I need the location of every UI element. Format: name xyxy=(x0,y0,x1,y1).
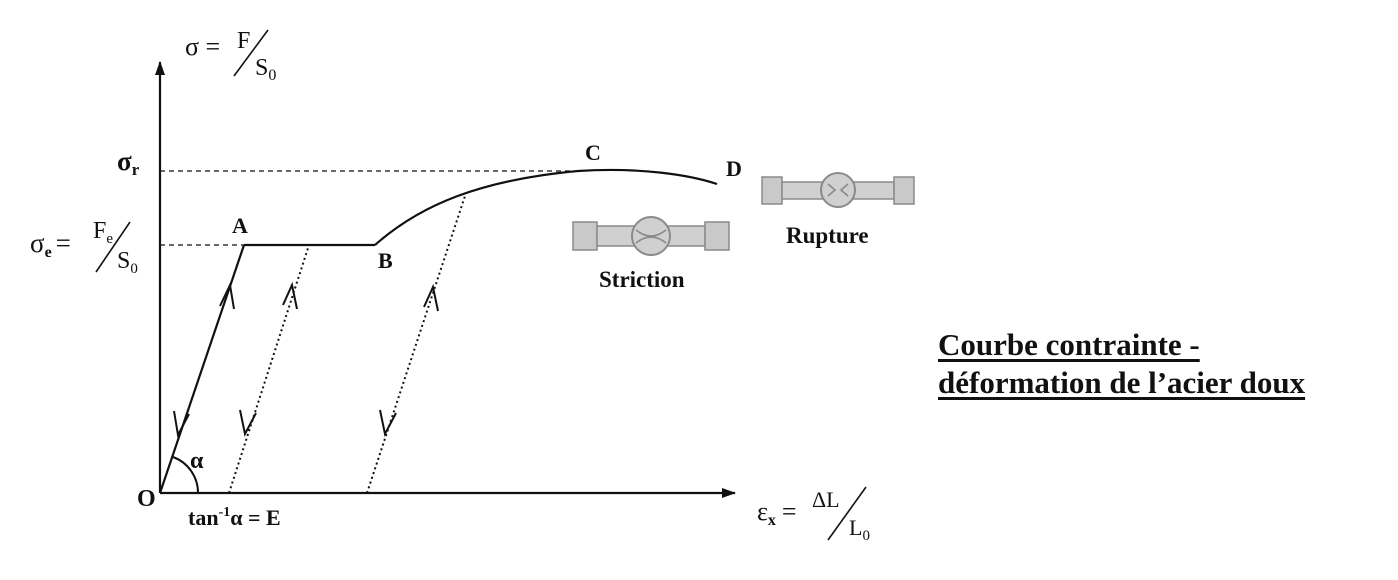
hardening-curve-BCD xyxy=(374,168,718,246)
point-C-label: C xyxy=(585,140,601,165)
striction-label: Striction xyxy=(599,267,685,292)
x-axis-label-lhs: εx= xyxy=(757,497,797,529)
unload-line-1 xyxy=(228,244,310,494)
load-arrow-OA-up xyxy=(219,281,235,310)
unload-line-2 xyxy=(366,195,466,494)
sigma-r-label: σr xyxy=(117,146,140,179)
load-arrow-1-up xyxy=(282,281,298,310)
modulus-relation-label: tan-1α = E xyxy=(188,505,281,530)
striction-specimen-icon xyxy=(572,216,730,256)
y-axis-label-denominator: S0 xyxy=(255,55,276,84)
x-axis-label-numerator: ΔL xyxy=(812,487,840,512)
load-arrow-2-up xyxy=(423,283,439,312)
alpha-label: α xyxy=(190,448,204,474)
point-B-label: B xyxy=(378,248,393,273)
rupture-specimen-icon xyxy=(761,172,915,208)
sigma-e-numerator: Fe xyxy=(93,218,113,247)
sigma-e-label: σe= xyxy=(30,228,71,261)
y-axis-label-lhs: σ = xyxy=(185,32,220,61)
angle-alpha-arc xyxy=(172,456,200,494)
load-arrow-2-down xyxy=(379,409,397,437)
load-arrow-1-down xyxy=(239,409,257,437)
x-axis-label-denominator: L0 xyxy=(849,515,870,544)
y-axis-label-numerator: F xyxy=(237,28,250,54)
rupture-label: Rupture xyxy=(786,223,869,248)
load-arrow-OA-down xyxy=(173,410,190,439)
caption-line-1: Courbe contrainte - xyxy=(938,327,1200,362)
x-axis-label-slash xyxy=(827,486,867,541)
caption-line-2: déformation de l’acier doux xyxy=(938,365,1306,400)
diagram-caption: Courbe contrainte - déformation de l’aci… xyxy=(938,326,1305,402)
point-D-label: D xyxy=(726,156,742,181)
sigma-e-denominator: S0 xyxy=(117,248,138,277)
y-axis-label-slash xyxy=(233,29,269,77)
sigma-e-slash xyxy=(95,221,131,273)
point-A-label: A xyxy=(232,213,248,238)
origin-label: O xyxy=(137,486,156,512)
